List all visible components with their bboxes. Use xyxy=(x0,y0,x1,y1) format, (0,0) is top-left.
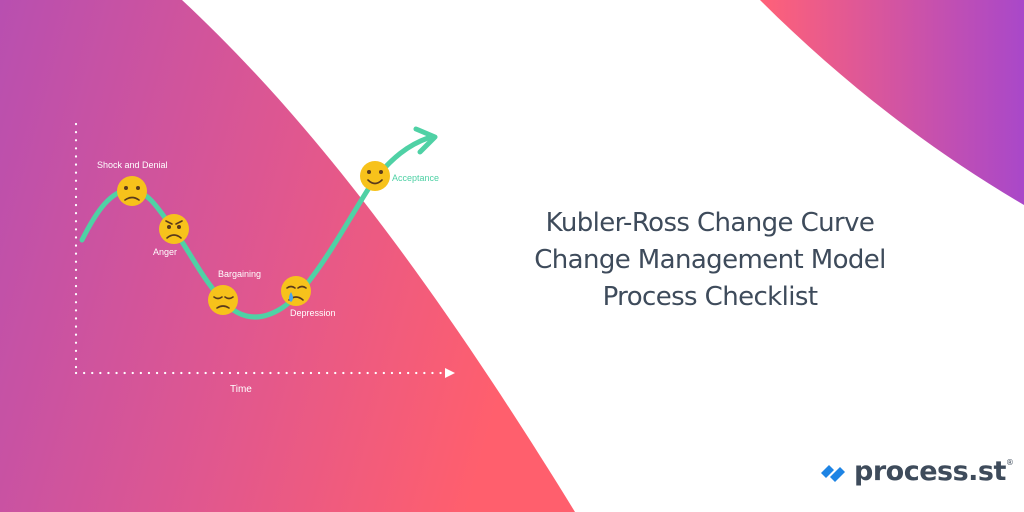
stage-label-bargaining: Bargaining xyxy=(218,269,261,279)
title-line-2: Change Management Model xyxy=(534,245,886,275)
smiling-face-icon xyxy=(360,161,390,191)
registered-mark: ® xyxy=(1005,457,1014,467)
left-gradient-shape xyxy=(0,0,575,512)
title-line-1: Kubler-Ross Change Curve xyxy=(545,208,875,238)
title-line-3: Process Checklist xyxy=(602,282,818,312)
pensive-face-icon xyxy=(208,285,238,315)
angry-face-icon xyxy=(159,214,189,244)
logo-text: process.st xyxy=(854,455,1006,487)
process-st-logo-icon xyxy=(821,465,845,482)
worried-face-icon xyxy=(117,176,147,206)
change-curve-diagram: Shock and Denial Anger Bargaining Depres… xyxy=(74,122,455,395)
process-st-logo: process.st ® xyxy=(818,454,1014,488)
page-title: Kubler-Ross Change Curve Change Manageme… xyxy=(500,205,920,316)
stage-label-depression: Depression xyxy=(290,308,336,318)
x-axis-label: Time xyxy=(230,384,252,395)
stage-label-acceptance: Acceptance xyxy=(392,173,439,183)
stage-label-shock-and-denial: Shock and Denial xyxy=(97,160,168,170)
stage-label-anger: Anger xyxy=(153,247,177,257)
corner-gradient-shape xyxy=(760,0,1024,205)
curve-arrow-icon xyxy=(413,126,438,155)
crying-face-icon xyxy=(281,276,311,306)
x-axis-arrow-icon xyxy=(445,368,455,378)
